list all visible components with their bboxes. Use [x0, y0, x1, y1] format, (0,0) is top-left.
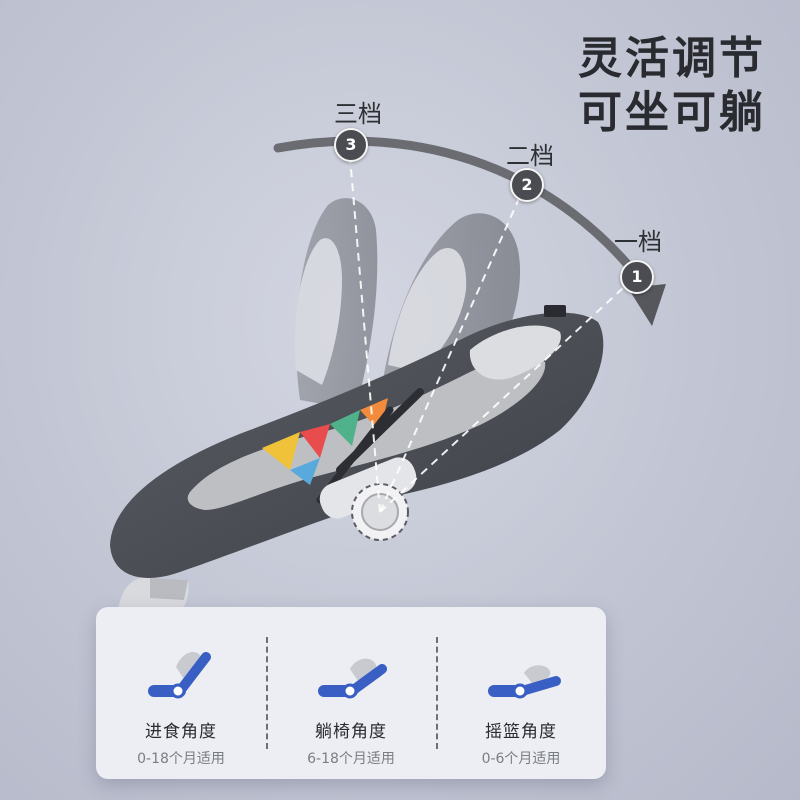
mode-title: 摇篮角度: [485, 722, 557, 742]
mode-feeding: 进食角度 0-18个月适用: [96, 607, 266, 779]
headline-line-2: 可坐可躺: [578, 87, 766, 138]
mode-age: 6-18个月适用: [307, 751, 395, 767]
rocker-seat: [110, 305, 604, 579]
level-2-badge: 2: [510, 168, 544, 202]
level-1-label: 一档: [614, 228, 662, 256]
feeding-angle-icon: [148, 652, 211, 699]
headline: 灵活调节 可坐可躺: [578, 32, 766, 140]
lounger-angle-icon: [318, 658, 387, 699]
level-1-badge: 1: [620, 260, 654, 294]
level-3-badge: 3: [334, 128, 368, 162]
level-2-label: 二档: [506, 142, 554, 170]
mode-cradle: 摇篮角度 0-6个月适用: [436, 607, 606, 779]
headline-line-1: 灵活调节: [578, 33, 766, 84]
level-3-label: 三档: [334, 100, 382, 128]
mode-title: 躺椅角度: [315, 722, 387, 742]
mode-title: 进食角度: [145, 722, 217, 742]
rocker-stand: [118, 577, 189, 612]
ghost-backrest-level-3: [295, 198, 378, 410]
cradle-angle-icon: [488, 665, 561, 699]
angle-modes-panel: 进食角度 0-18个月适用 躺椅角度 6-18个月适用 摇篮角度 0-6个月适用: [96, 607, 606, 779]
mode-lounger: 躺椅角度 6-18个月适用: [266, 607, 436, 779]
mode-age: 0-18个月适用: [137, 751, 225, 767]
mode-age: 0-6个月适用: [481, 751, 561, 767]
level-guide-lines: [348, 144, 636, 513]
